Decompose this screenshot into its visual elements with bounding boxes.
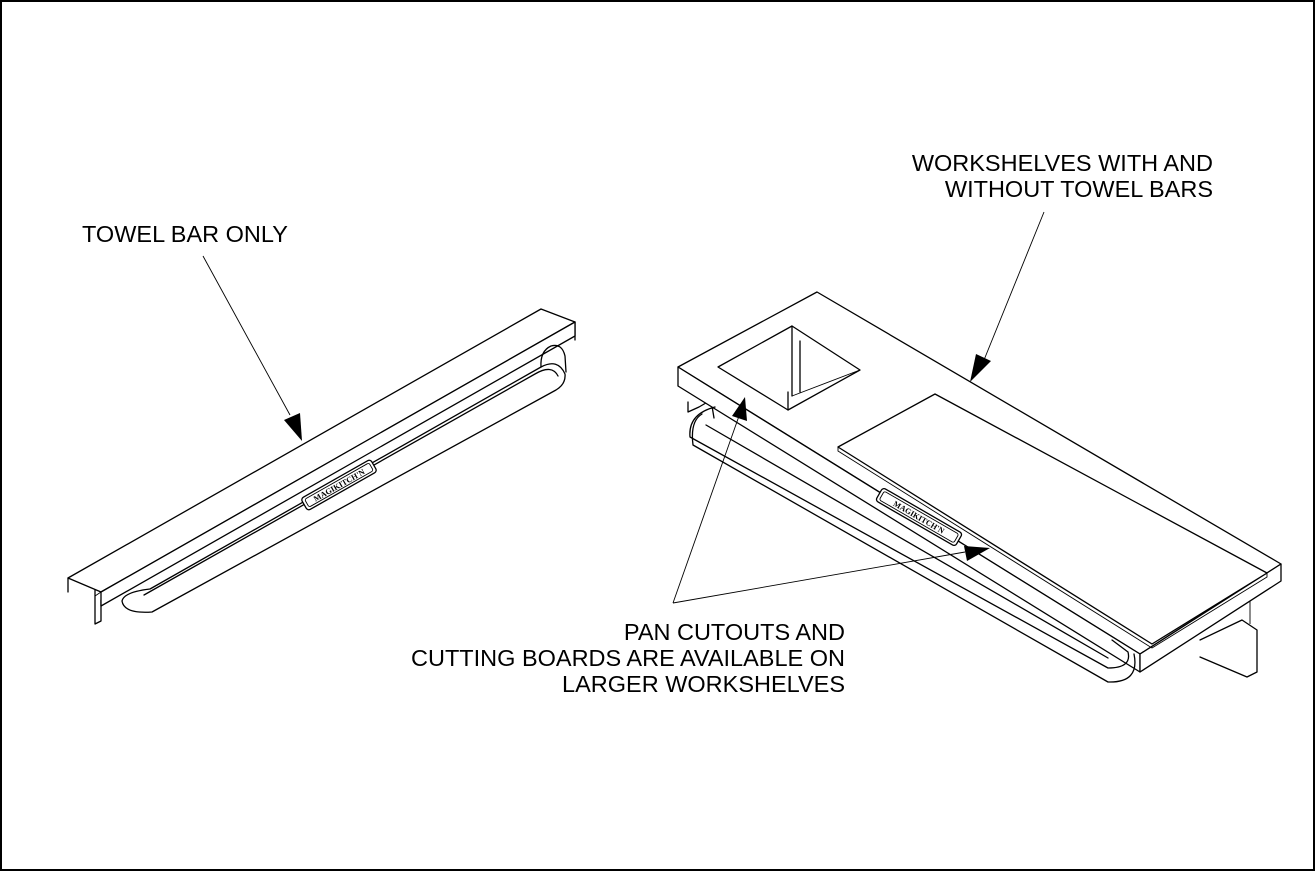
label-workshelves-line1: WORKSHELVES WITH AND [911,150,1213,176]
label-workshelves-line2: WITHOUT TOWEL BARS [944,176,1213,202]
towel-bar-assembly: MAGIKITCH'N [67,308,576,625]
leader-workshelves [970,211,1045,382]
label-towel-bar-only: TOWEL BAR ONLY [82,221,288,247]
label-pan-line2: CUTTING BOARDS ARE AVAILABLE ON [411,645,845,671]
label-workshelves: WORKSHELVES WITH AND WITHOUT TOWEL BARS [912,150,1213,202]
label-pan-line1: PAN CUTOUTS AND [623,619,845,645]
label-towel-bar-only-text: TOWEL BAR ONLY [82,221,288,247]
leader-towel-bar [202,255,302,441]
workshelf-assembly: MAGIKITCH'N [677,291,1282,683]
label-pan-line3: LARGER WORKSHELVES [562,671,845,697]
label-pan-cutouts: PAN CUTOUTS AND CUTTING BOARDS ARE AVAIL… [411,619,845,697]
leader-pan-cutouts [672,397,990,604]
